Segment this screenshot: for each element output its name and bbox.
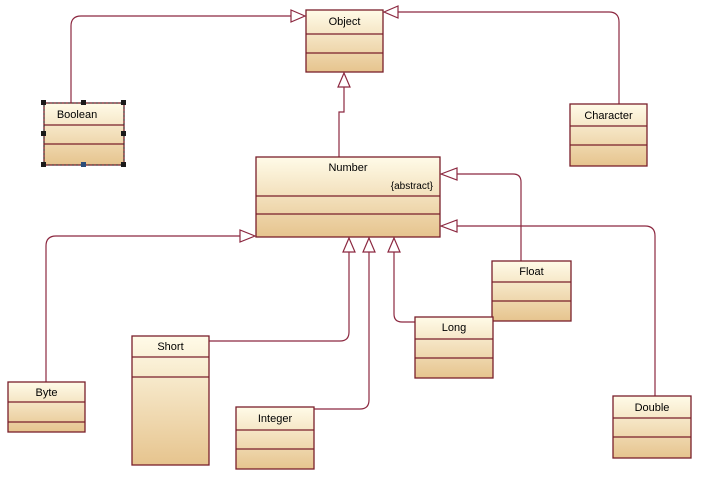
generalization-float-number[interactable] <box>439 167 522 261</box>
class-boolean[interactable]: Boolean <box>43 102 125 166</box>
class-boolean-name: Boolean <box>57 109 97 121</box>
class-number-name: Number <box>328 162 367 174</box>
generalization-long-number[interactable] <box>387 236 415 323</box>
class-float[interactable]: Float <box>491 260 572 322</box>
class-double-name: Double <box>635 402 670 414</box>
class-object-name: Object <box>329 16 361 28</box>
generalization-boolean-object[interactable] <box>70 9 307 104</box>
class-short-name: Short <box>157 341 183 353</box>
class-double[interactable]: Double <box>612 395 692 459</box>
class-integer-name: Integer <box>258 413 293 425</box>
class-character-name: Character <box>584 110 633 122</box>
class-object[interactable]: Object <box>305 9 384 73</box>
class-integer[interactable]: Integer <box>235 406 315 470</box>
class-byte[interactable]: Byte <box>7 381 86 433</box>
generalization-byte-number[interactable] <box>45 229 257 382</box>
class-number-stereotype: {abstract} <box>391 181 434 192</box>
generalization-number-object[interactable] <box>337 71 351 157</box>
class-byte-name: Byte <box>35 387 57 399</box>
generalization-integer-number[interactable] <box>314 236 376 410</box>
generalization-character-object[interactable] <box>382 5 620 104</box>
class-long[interactable]: Long <box>414 316 494 379</box>
class-float-name: Float <box>519 266 543 278</box>
class-short[interactable]: Short <box>131 335 210 466</box>
generalization-short-number[interactable] <box>209 236 356 342</box>
class-number[interactable]: Number {abstract} <box>255 156 441 238</box>
generalization-double-number[interactable] <box>439 219 656 396</box>
class-character[interactable]: Character <box>569 103 648 167</box>
selection-handles[interactable] <box>41 100 126 167</box>
class-long-name: Long <box>442 322 466 334</box>
